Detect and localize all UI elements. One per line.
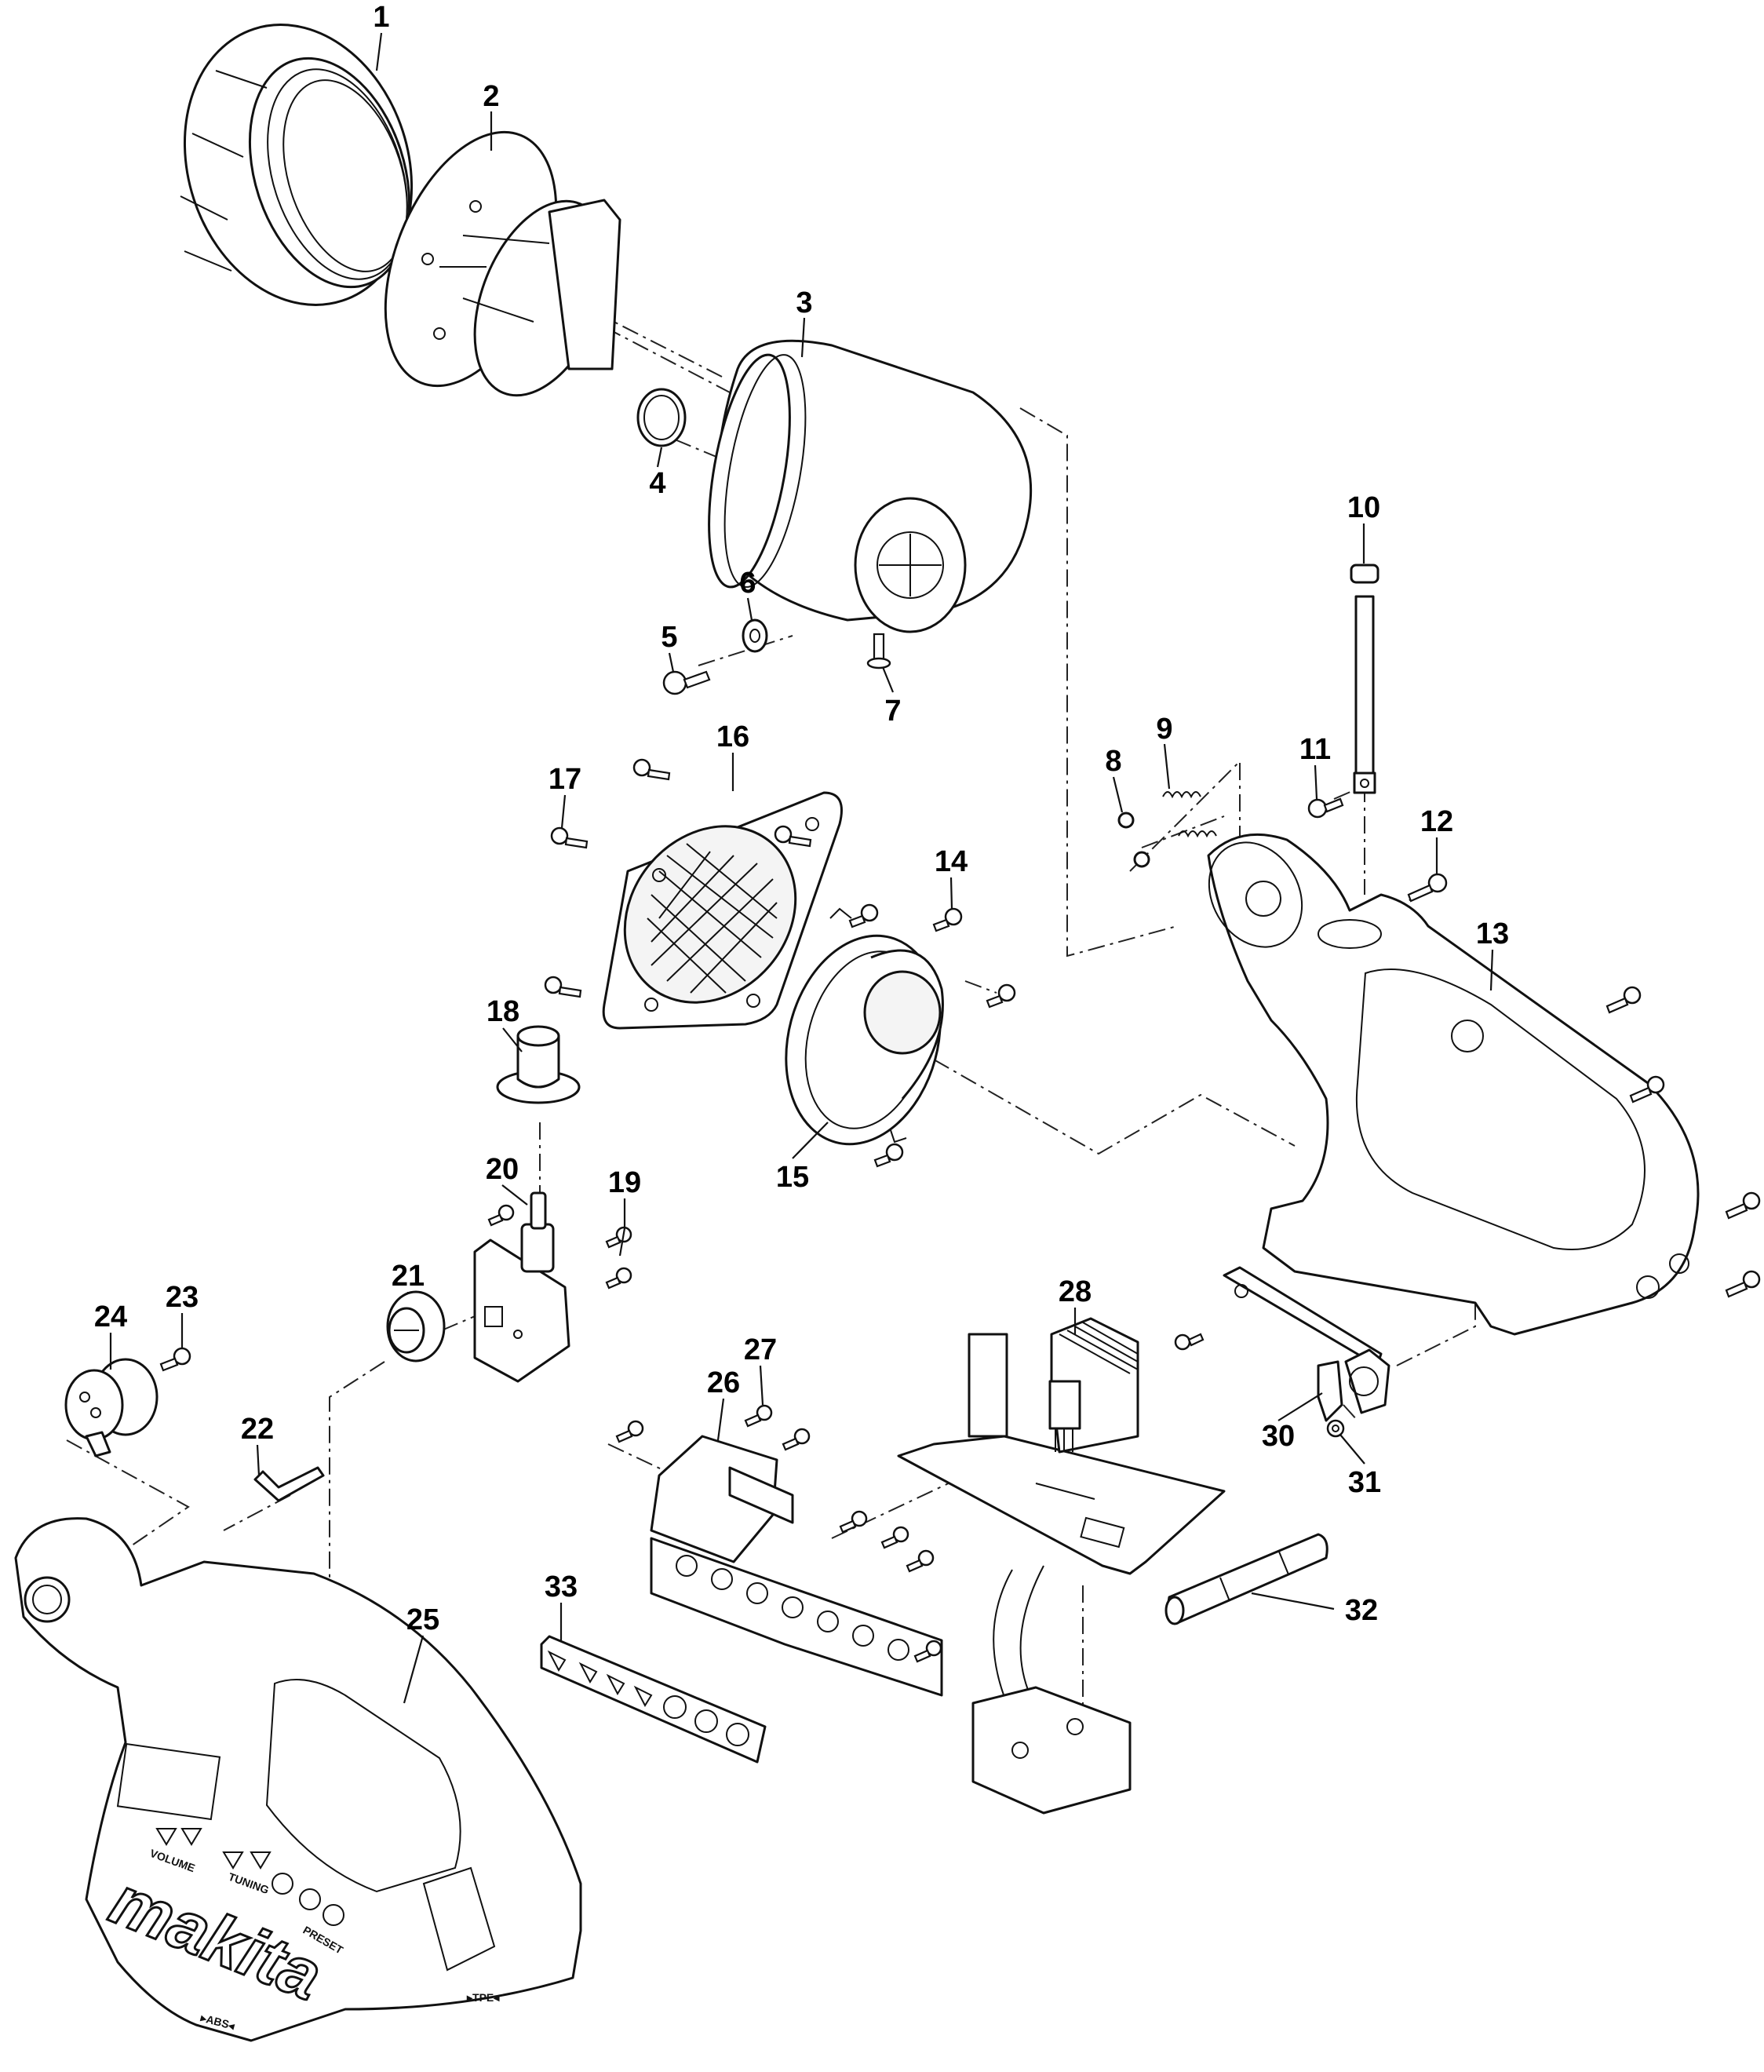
callout-10: 10 <box>1347 491 1380 524</box>
part-screw-11[interactable] <box>1307 797 1344 819</box>
part-screw-switch[interactable] <box>1174 1333 1205 1351</box>
callout-17: 17 <box>549 763 581 796</box>
callout-31: 31 <box>1348 1466 1381 1499</box>
callout-32: 32 <box>1345 1594 1378 1627</box>
part-screw-7[interactable] <box>866 633 891 669</box>
callout-4: 4 <box>649 467 665 500</box>
callout-30: 30 <box>1262 1420 1295 1453</box>
callout-9: 9 <box>1156 713 1172 746</box>
callout-labels: 1 2 3 4 5 6 7 8 9 10 11 12 13 14 15 16 1… <box>94 1 1509 1636</box>
part-screw-31[interactable] <box>1326 1419 1345 1438</box>
callout-15: 15 <box>776 1161 809 1194</box>
part-screw-23[interactable] <box>159 1347 191 1372</box>
axis-screw5 <box>698 635 793 666</box>
part-housing-front[interactable]: VOLUME TUNING PRESET ▸ABS◂ ▸TPE◂ makita <box>14 1517 582 2042</box>
part-tapping-screw-14[interactable] <box>848 903 1016 1168</box>
part-housing-rear[interactable] <box>1190 826 1700 1336</box>
part-button[interactable] <box>386 1290 446 1362</box>
callout-26: 26 <box>707 1366 740 1399</box>
part-speaker-housing[interactable] <box>694 339 1033 633</box>
part-steel-ball[interactable] <box>1117 812 1150 868</box>
leader-lines <box>109 32 1494 1704</box>
callout-11: 11 <box>1299 733 1331 766</box>
callout-20: 20 <box>486 1153 519 1186</box>
axis-ring4 <box>674 439 723 460</box>
part-knob[interactable] <box>496 1025 581 1104</box>
callout-2: 2 <box>483 80 499 113</box>
callout-24: 24 <box>94 1300 127 1333</box>
part-washer[interactable] <box>742 618 768 653</box>
part-display-unit[interactable] <box>650 1435 943 1697</box>
callout-33: 33 <box>545 1570 578 1603</box>
part-screw-5[interactable] <box>662 670 711 695</box>
callout-25: 25 <box>406 1603 439 1636</box>
line-spring-1 <box>1129 759 1241 872</box>
callout-21: 21 <box>392 1260 425 1293</box>
part-clip[interactable] <box>253 1466 325 1502</box>
grille-mesh <box>647 843 778 994</box>
part-jack[interactable] <box>64 1358 159 1457</box>
part-tapping-screw-12[interactable] <box>1407 873 1448 903</box>
callout-8: 8 <box>1105 745 1121 778</box>
line-grille-to-rear <box>933 1059 1296 1155</box>
line-screw31 <box>1343 1404 1358 1421</box>
assembly-lines <box>66 140 1476 1735</box>
callout-23: 23 <box>166 1281 199 1314</box>
part-retaining-ring[interactable] <box>636 388 687 447</box>
callout-27: 27 <box>744 1333 777 1366</box>
part-switch[interactable] <box>1223 1266 1390 1422</box>
callout-18: 18 <box>487 995 519 1028</box>
part-fuse[interactable] <box>1164 1533 1328 1625</box>
callout-16: 16 <box>716 720 749 753</box>
callout-19: 19 <box>608 1166 641 1199</box>
part-compression-spring[interactable] <box>1162 791 1217 838</box>
line-speaker-screw <box>964 980 997 994</box>
part-switch-unit[interactable] <box>473 1191 570 1383</box>
part-circuit-board[interactable] <box>897 1317 1226 1815</box>
rear-housing-screws[interactable] <box>1605 986 1761 1298</box>
display-unit-sockets <box>676 1555 909 1661</box>
part-speaker-grille[interactable] <box>589 791 843 1037</box>
part-tapping-screw-17[interactable] <box>544 758 812 998</box>
callout-14: 14 <box>935 845 968 878</box>
line-button-to-front <box>329 1361 385 1609</box>
part-threaded-ring[interactable] <box>150 0 447 334</box>
part-tapping-screw-19[interactable] <box>487 1204 632 1290</box>
part-keypad[interactable] <box>540 1635 767 1764</box>
line-button-to-switch <box>441 1314 479 1331</box>
callout-3: 3 <box>796 286 812 319</box>
callout-28: 28 <box>1059 1275 1092 1308</box>
callout-7: 7 <box>884 695 901 728</box>
callout-1: 1 <box>373 1 389 34</box>
callout-12: 12 <box>1420 805 1453 838</box>
part-speaker-bracket[interactable] <box>352 108 634 415</box>
part-antenna[interactable] <box>1350 564 1379 794</box>
line-jack-to-front <box>66 1439 190 1567</box>
callout-13: 13 <box>1476 917 1509 950</box>
callout-22: 22 <box>241 1413 274 1446</box>
callout-6: 6 <box>739 567 756 600</box>
line-housing-to-rear <box>1019 407 1178 958</box>
part-tapping-screw-27[interactable] <box>615 1404 942 1663</box>
line-display-screw <box>607 1443 676 1476</box>
panel-label-tpe: ▸TPE◂ <box>466 1991 500 2004</box>
line-screw11 <box>1333 788 1358 800</box>
callout-5: 5 <box>661 621 677 654</box>
part-speaker[interactable] <box>764 907 962 1162</box>
